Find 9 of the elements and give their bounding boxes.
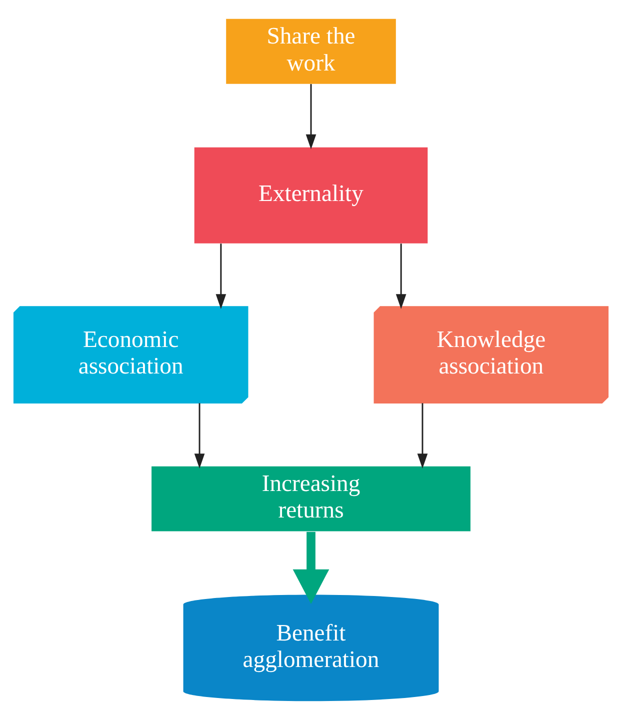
arrow — [194, 403, 205, 468]
node-box: Share the work — [226, 18, 396, 84]
arrow — [306, 84, 316, 150]
node-box: Externality — [194, 147, 428, 244]
arrow — [396, 244, 406, 309]
node-box: Increasing returns — [152, 466, 470, 532]
arrow — [417, 403, 428, 468]
arrow — [216, 244, 226, 309]
arrow — [292, 532, 330, 604]
